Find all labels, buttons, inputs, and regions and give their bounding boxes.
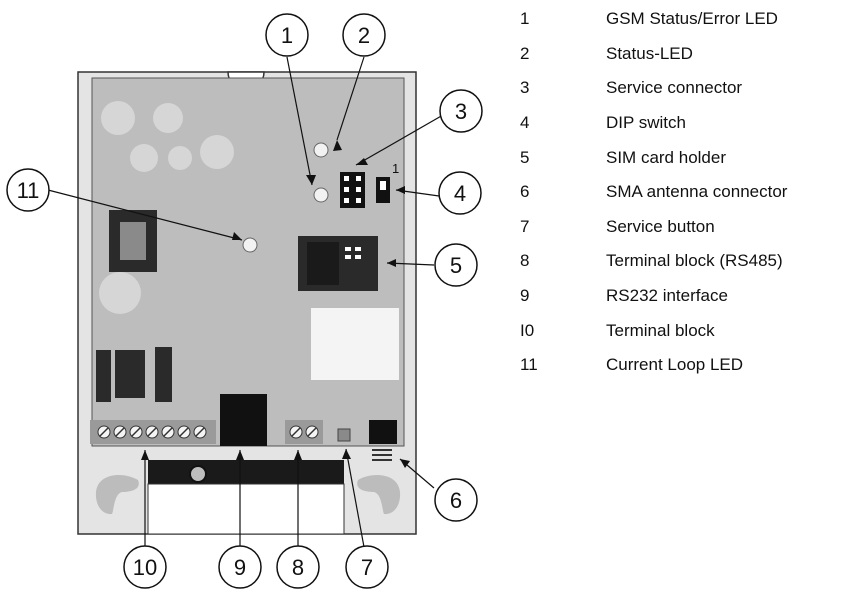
callout-1: 1	[265, 13, 309, 57]
dip-switch-label: 1	[392, 161, 399, 176]
device-diagram: 1	[6, 13, 483, 589]
legend-row: 3 Service connector	[520, 71, 860, 106]
legend-number: 4	[520, 113, 530, 133]
svg-text:10: 10	[133, 555, 157, 580]
svg-text:9: 9	[234, 555, 246, 580]
legend-row: 1 GSM Status/Error LED	[520, 2, 860, 37]
legend-description: Current Loop LED	[606, 355, 744, 375]
legend-row: 5 SIM card holder	[520, 140, 860, 175]
svg-text:3: 3	[455, 99, 467, 124]
svg-text:4: 4	[454, 181, 466, 206]
legend-description: Terminal block (RS485)	[606, 251, 783, 271]
svg-text:5: 5	[450, 253, 462, 278]
capacitor	[99, 272, 141, 314]
legend-description: SMA antenna connector	[606, 182, 788, 202]
service-connector	[340, 172, 365, 208]
legend-number: 8	[520, 251, 530, 271]
legend-row: 8 Terminal block (RS485)	[520, 244, 860, 279]
svg-text:8: 8	[292, 555, 304, 580]
legend-row: 11 Current Loop LED	[520, 348, 860, 383]
callout-4: 4	[438, 171, 482, 215]
legend-description: Service connector	[606, 78, 743, 98]
rs232-interface	[220, 394, 267, 446]
legend-description: Service button	[606, 216, 715, 236]
component	[115, 350, 145, 398]
callout-11: 11	[6, 168, 50, 212]
legend-row: 4 DIP switch	[520, 106, 860, 141]
callout-7: 7	[345, 545, 389, 589]
mounting-screw	[189, 465, 207, 483]
capacitor	[168, 146, 192, 170]
callout-8: 8	[276, 545, 320, 589]
legend-description: SIM card holder	[606, 147, 726, 167]
legend-description: Terminal block	[606, 320, 715, 340]
legend-number: 11	[520, 355, 538, 375]
legend-row: 9 RS232 interface	[520, 279, 860, 314]
legend-row: I0 Terminal block	[520, 313, 860, 348]
capacitor	[153, 103, 183, 133]
legend-number: 5	[520, 147, 530, 167]
service-button	[337, 428, 351, 442]
sma-antenna-connector	[369, 420, 397, 444]
led-status	[313, 142, 329, 158]
led-current-loop	[242, 237, 258, 253]
svg-text:11: 11	[17, 178, 40, 203]
callout-2: 2	[342, 13, 386, 57]
legend-description: RS232 interface	[606, 286, 728, 306]
svg-text:2: 2	[358, 23, 370, 48]
legend-number: 6	[520, 182, 530, 202]
legend-description: GSM Status/Error LED	[606, 9, 778, 29]
legend-number: 9	[520, 286, 530, 306]
legend-number: I0	[520, 320, 535, 340]
component	[155, 347, 172, 402]
capacitor	[101, 101, 135, 135]
legend-number: 2	[520, 43, 530, 63]
callout-10: 10	[123, 545, 167, 589]
component	[96, 350, 111, 402]
callout-6: 6	[434, 478, 478, 522]
mounting-ear-left	[95, 475, 139, 515]
legend-number: 7	[520, 216, 530, 236]
callout-3: 3	[439, 89, 483, 133]
callout-9: 9	[218, 545, 262, 589]
capacitor	[200, 135, 234, 169]
legend-row: 6 SMA antenna connector	[520, 175, 860, 210]
module	[311, 308, 399, 380]
svg-text:1: 1	[281, 23, 293, 48]
legend-number: 3	[520, 78, 530, 98]
svg-text:7: 7	[361, 555, 373, 580]
legend-description: Status-LED	[606, 43, 693, 63]
transformer-core	[120, 222, 146, 260]
legend-description: DIP switch	[606, 113, 686, 133]
legend-row: 7 Service button	[520, 210, 860, 245]
callout-5: 5	[434, 243, 478, 287]
led-gsm-status	[313, 187, 329, 203]
mounting-ear-right	[357, 475, 401, 515]
cable-channel	[148, 460, 344, 484]
cable-opening	[147, 483, 345, 535]
svg-text:6: 6	[450, 488, 462, 513]
legend-row: 2 Status-LED	[520, 37, 860, 72]
legend-number: 1	[520, 9, 530, 29]
capacitor	[130, 144, 158, 172]
